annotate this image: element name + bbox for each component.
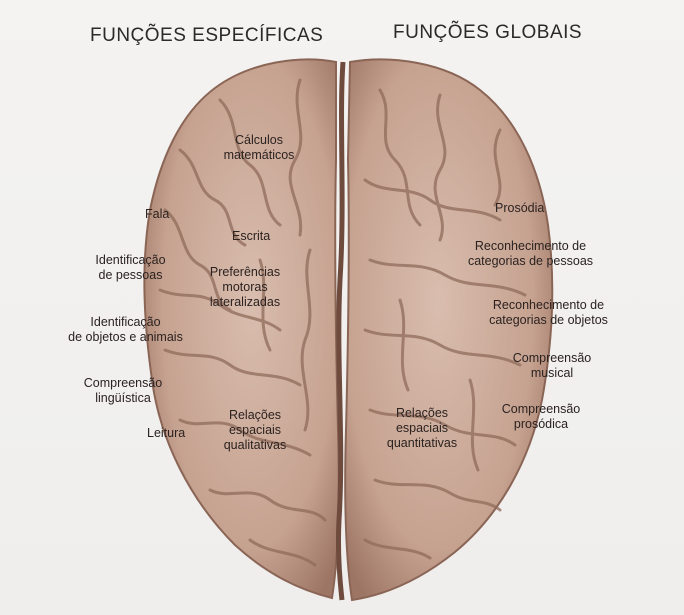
right-hemisphere [344,58,554,602]
label-compreensao-prosodica: Compreensão prosódica [501,402,581,431]
right-gyri [363,88,527,560]
label-reconhecimento-pessoas: Reconhecimento de categorias de pessoas [467,239,594,268]
label-prosodia: Prosódia [495,201,545,215]
label-compreensao-musical: Compreensão musical [512,351,592,380]
heading-specific-functions: FUNÇÕES ESPECÍFICAS [90,25,324,46]
label-compreensao-linguistica: Compreensão lingüística [83,376,163,405]
label-reconhecimento-objetos: Reconhecimento de categorias de objetos [489,298,608,327]
label-escrita: Escrita [232,229,271,243]
label-relacoes-quantitativas: Relações espaciais quantitativas [386,406,458,450]
left-gyri [158,78,327,567]
label-fala: Fala [145,207,170,221]
label-leitura: Leitura [147,426,186,440]
label-preferencias: Preferências motoras lateralizadas [209,265,281,309]
label-relacoes-qualitativas: Relações espaciais qualitativas [223,408,287,452]
label-identificacao-pessoas: Identificação de pessoas [95,253,166,282]
heading-global-functions: FUNÇÕES GLOBAIS [393,22,583,43]
longitudinal-fissure [335,61,346,601]
label-identificacao-objetos: Identificação de objetos e animais [68,315,183,344]
label-calculos: Cálculos matemáticos [223,133,295,162]
